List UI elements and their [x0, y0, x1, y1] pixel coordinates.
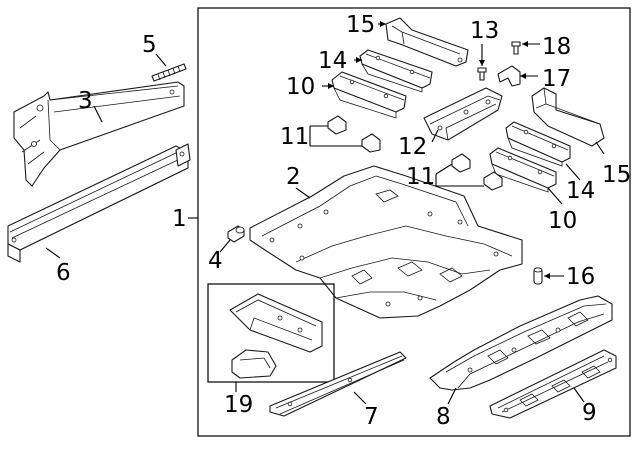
part-4-plug[interactable] — [227, 225, 245, 243]
callout-11-left: 11 — [280, 124, 309, 150]
callout-4: 4 — [208, 248, 223, 274]
leader-11-left — [309, 125, 362, 147]
leader-12 — [431, 129, 439, 143]
part-19-bracket-lower[interactable] — [231, 349, 277, 379]
leader-4 — [219, 239, 231, 253]
part-14-right-crossmember[interactable] — [505, 121, 571, 167]
callout-8: 8 — [436, 404, 451, 430]
part-2-floor-pan[interactable] — [249, 165, 523, 319]
callout-14-top: 14 — [318, 48, 347, 74]
part-5-spring[interactable] — [151, 63, 187, 82]
assembly-frame — [197, 7, 631, 437]
part-7-sill[interactable] — [269, 351, 407, 417]
callout-19: 19 — [224, 392, 253, 418]
callout-1: 1 — [172, 206, 187, 232]
part-12-center-bracket[interactable] — [423, 87, 503, 141]
part-14-upper-crossmember[interactable] — [359, 49, 433, 93]
part-11-bracket-lower[interactable] — [361, 133, 381, 153]
callout-12: 12 — [398, 134, 427, 160]
part-11-bracket-upper[interactable] — [327, 115, 347, 135]
callout-3: 3 — [78, 88, 93, 114]
part-19-bracket-upper[interactable] — [229, 293, 323, 353]
leader-9 — [573, 387, 585, 403]
callout-10-top: 10 — [286, 74, 315, 100]
leader-10-right — [547, 187, 563, 205]
callout-5: 5 — [142, 32, 157, 58]
callout-7: 7 — [364, 404, 379, 430]
leader-5 — [155, 53, 167, 67]
callout-15-right: 15 — [602, 162, 631, 188]
callout-11-right: 11 — [406, 164, 435, 190]
callout-16: 16 — [566, 264, 595, 290]
part-11-bracket-right-upper[interactable] — [451, 153, 471, 173]
leader-2 — [295, 187, 311, 199]
callout-6: 6 — [56, 260, 71, 286]
callout-18: 18 — [542, 34, 571, 60]
part-16-plug[interactable] — [533, 267, 543, 285]
part-6-rocker-panel[interactable] — [7, 143, 191, 263]
part-8-tunnel-reinforcement[interactable] — [429, 295, 613, 391]
leader-11-right — [435, 163, 484, 187]
leader-7 — [353, 391, 367, 405]
part-9-reinforcement-plate[interactable] — [489, 349, 617, 419]
part-10-right-crossmember[interactable] — [489, 147, 557, 193]
part-18-screw[interactable] — [511, 41, 521, 55]
leader-8 — [447, 387, 457, 405]
callout-10-right: 10 — [548, 208, 577, 234]
part-19-inset-frame — [207, 283, 335, 383]
part-10-upper-crossmember[interactable] — [331, 71, 407, 119]
leader-15-right — [595, 141, 605, 155]
callout-2: 2 — [286, 164, 301, 190]
part-17-clip[interactable] — [497, 65, 521, 87]
part-3-rocker-reinforcement[interactable] — [13, 81, 185, 187]
part-13-bolt[interactable] — [477, 67, 487, 81]
leader-3 — [93, 105, 103, 123]
arrowheads — [328, 21, 550, 279]
callout-17: 17 — [542, 66, 571, 92]
callout-15-top: 15 — [346, 12, 375, 38]
callout-9: 9 — [582, 400, 597, 426]
callout-13: 13 — [470, 18, 499, 44]
part-15-right-bracket[interactable] — [531, 87, 605, 147]
part-11-bracket-right-lower[interactable] — [483, 171, 503, 191]
leader-14-right — [565, 163, 581, 181]
leader-6 — [45, 247, 61, 259]
callout-14-right: 14 — [566, 178, 595, 204]
part-15-upper-bracket[interactable] — [385, 17, 469, 67]
